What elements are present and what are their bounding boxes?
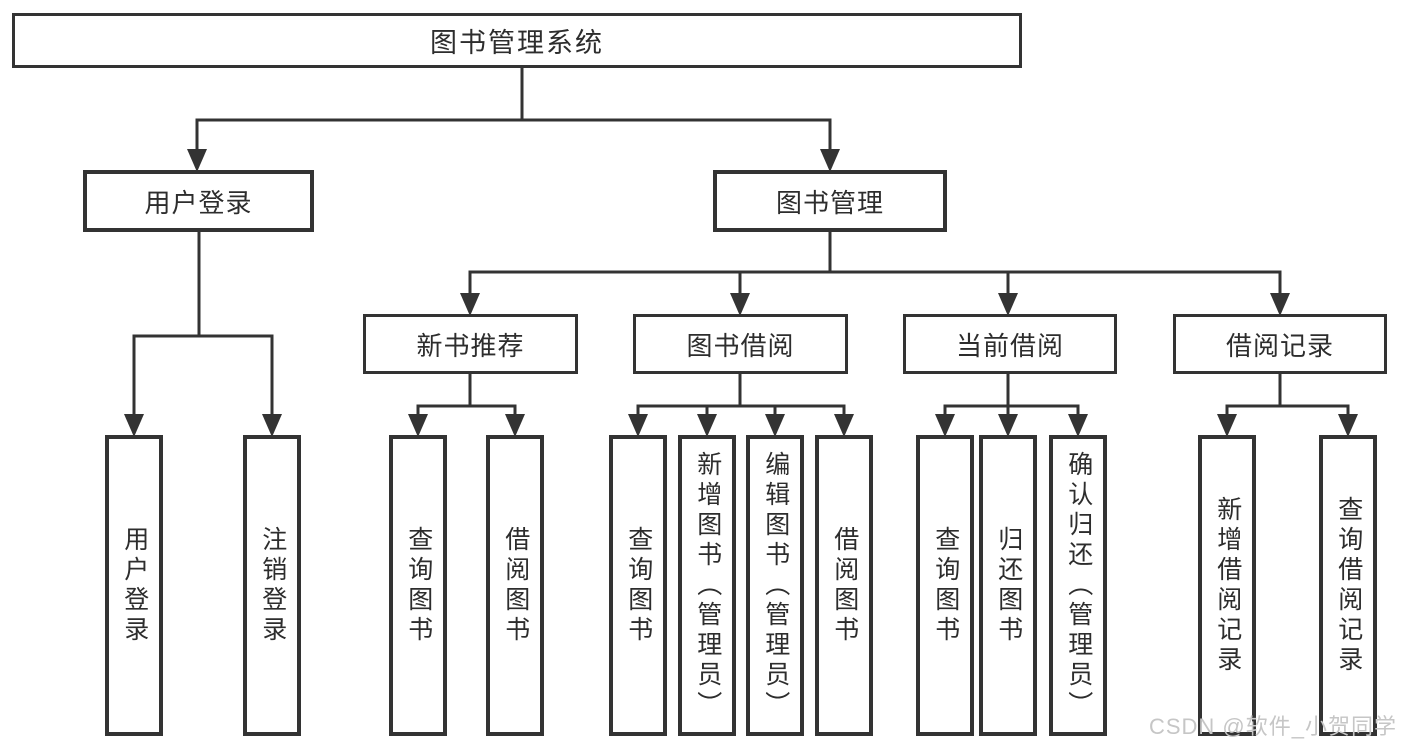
node-label: 图书管理 <box>775 187 884 218</box>
node-label: 图书管理系统 <box>430 28 604 58</box>
connector-book-management-to-level3 <box>468 230 1282 296</box>
leaf-borrow-books: 借阅图书 <box>815 435 873 736</box>
node-label: 注销登录 <box>258 525 287 646</box>
connector-level3-stems <box>468 372 1282 406</box>
node-label: 新增借阅记录 <box>1213 495 1242 676</box>
leaf-edit-books-admin: 编辑图书（管理员） <box>746 435 804 736</box>
node-label: 借阅记录 <box>1225 330 1334 361</box>
node-label: 用户登录 <box>144 187 253 218</box>
arrowheads <box>124 149 1358 437</box>
node-user-login: 用户登录 <box>83 170 314 232</box>
node-current-borrow: 当前借阅 <box>903 314 1117 374</box>
node-new-book-recommend: 新书推荐 <box>363 314 578 374</box>
node-book-management: 图书管理 <box>713 170 947 232</box>
node-label: 图书借阅 <box>686 330 795 361</box>
node-label: 查询借阅记录 <box>1334 495 1363 676</box>
leaf-logout: 注销登录 <box>243 435 301 736</box>
leaf-query-borrow-record: 查询借阅记录 <box>1319 435 1377 736</box>
node-label: 新书推荐 <box>416 330 525 361</box>
node-label: 确认归还（管理员） <box>1064 450 1093 721</box>
connector-borrow-records-to-leaves <box>1225 404 1350 416</box>
leaf-borrow-books: 借阅图书 <box>486 435 544 736</box>
leaf-add-books-admin: 新增图书（管理员） <box>678 435 736 736</box>
connector-new-book-recommend-to-leaves <box>416 404 517 416</box>
node-label: 编辑图书（管理员） <box>761 450 790 721</box>
leaf-add-borrow-record: 新增借阅记录 <box>1198 435 1256 736</box>
node-library-management-system: 图书管理系统 <box>12 13 1022 68</box>
node-label: 借阅图书 <box>501 525 530 646</box>
node-label: 归还图书 <box>994 525 1023 646</box>
node-borrow-records: 借阅记录 <box>1173 314 1387 374</box>
leaf-return-books: 归还图书 <box>979 435 1037 736</box>
connector-user-login-to-leaves <box>132 230 274 416</box>
node-label: 查询图书 <box>931 525 960 646</box>
leaf-query-books: 查询图书 <box>609 435 667 736</box>
node-label: 当前借阅 <box>955 330 1064 361</box>
leaf-confirm-return-admin: 确认归还（管理员） <box>1049 435 1107 736</box>
connector-root-to-level2 <box>195 66 832 153</box>
leaf-user-login: 用户登录 <box>105 435 163 736</box>
leaf-query-books: 查询图书 <box>916 435 974 736</box>
node-label: 查询图书 <box>624 525 653 646</box>
leaf-query-books: 查询图书 <box>389 435 447 736</box>
node-label: 用户登录 <box>120 525 149 646</box>
node-book-borrow: 图书借阅 <box>633 314 848 374</box>
node-label: 查询图书 <box>404 525 433 646</box>
node-label: 新增图书（管理员） <box>693 450 722 721</box>
connector-book-borrow-to-leaves <box>636 404 846 416</box>
node-label: 借阅图书 <box>830 525 859 646</box>
